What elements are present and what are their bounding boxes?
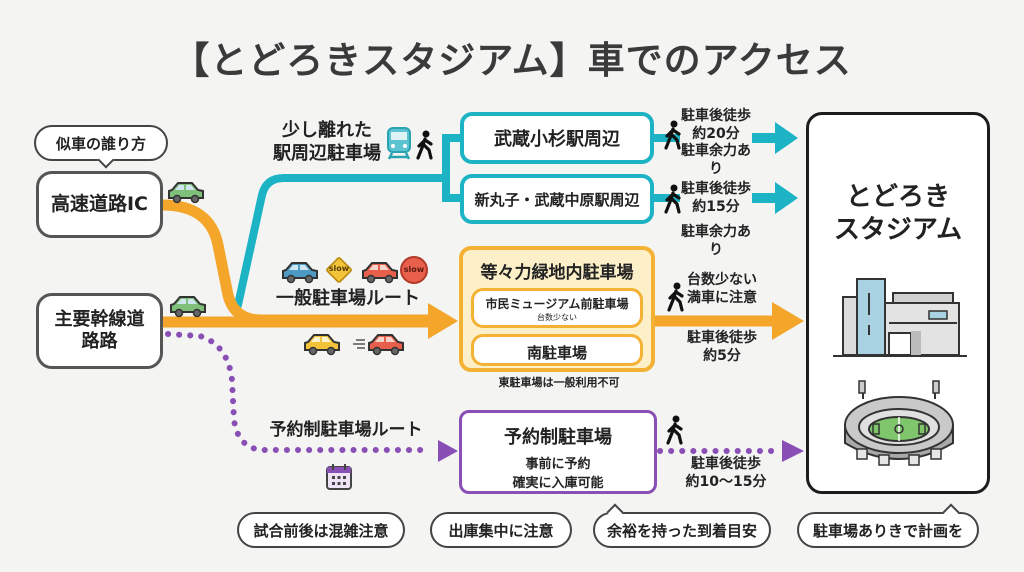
station-route-label-line2: 駅周辺駐車場 xyxy=(273,142,381,164)
todoroki-stadium-destination[interactable]: とどろき スタジアム xyxy=(806,112,990,494)
route-callout: 似車の誰り方 xyxy=(34,125,168,169)
red-car-icon xyxy=(368,334,404,356)
tip-text-1: 試合前後は混雑注意 xyxy=(253,521,389,540)
expressway-ic-node[interactable]: 高速道路IC xyxy=(36,171,163,238)
calendar-icon xyxy=(326,464,352,490)
tip-bubble-3: 余裕を持った到着目安 xyxy=(593,503,771,548)
stadium-name-line1: とどろき xyxy=(845,182,950,212)
walking-person-icon xyxy=(416,130,433,160)
kosugi-walk-line1: 駐車後徒歩 xyxy=(681,108,751,124)
yellow-car-icon xyxy=(304,334,340,356)
slow-sign-circle-icon: slow xyxy=(400,256,428,284)
museum-front-lot-name: 市民ミュージアム前駐車場 xyxy=(485,297,629,311)
station-route-label-line1: 少し離れた xyxy=(282,120,372,141)
walking-person-icon xyxy=(664,184,681,214)
general-walk-info: 駐車後徒歩 約5分 xyxy=(682,330,762,365)
orange-arrow-head-2 xyxy=(772,302,804,340)
reserved-route-line xyxy=(165,331,433,453)
musashi-kosugi-lot[interactable]: 武蔵小杉駅周辺 xyxy=(460,112,654,164)
arterial-road-node[interactable]: 主要幹線道路路 xyxy=(36,293,163,369)
teal-arrow-1 xyxy=(752,122,798,154)
page-title: 【とどろきスタジアム】車でのアクセス xyxy=(172,39,852,82)
nakahara-walk-info: 駐車後徒歩 約15分 駐車余力あり xyxy=(676,181,756,259)
reserved-parking-line2: 確実に入庫可能 xyxy=(512,476,604,491)
walking-person-icon xyxy=(667,282,684,312)
purple-arrow-head-2 xyxy=(782,440,804,462)
shinmaruko-nakahara-lot[interactable]: 新丸子・武蔵中原駅周辺 xyxy=(460,174,654,224)
tip-bubble-4: 駐車場ありきで計画を xyxy=(797,503,979,548)
slow-sign-text: slow xyxy=(328,264,350,273)
expressway-ic-label: 高速道路IC xyxy=(50,192,148,215)
station-route-line xyxy=(234,174,450,309)
speed-lines-icon xyxy=(353,339,365,349)
nakahara-walk-line1: 駐車後徒歩 xyxy=(681,181,751,197)
museum-front-lot-sub: 台数少ない xyxy=(537,313,577,322)
stadium-name: とどろき スタジアム xyxy=(809,181,987,246)
walking-person-icon xyxy=(666,415,683,445)
south-lot[interactable]: 南駐車場 xyxy=(471,334,643,366)
musashi-kosugi-label: 武蔵小杉駅周辺 xyxy=(494,129,620,150)
arterial-road-label: 主要幹線道路路 xyxy=(54,308,145,353)
tip-bubble-1: 試合前後は混雑注意 xyxy=(237,512,405,548)
callout-text: 似車の誰り方 xyxy=(55,134,146,153)
reserved-parking[interactable]: 予約制駐車場 事前に予約 確実に入庫可能 xyxy=(459,410,657,494)
general-warning-line2: 満車に注意 xyxy=(687,289,757,306)
tip-text-4: 駐車場ありきで計画を xyxy=(812,521,963,540)
green-car-icon xyxy=(168,182,204,204)
slow-sign-text: slow xyxy=(403,265,425,274)
orange-arrow-head-1 xyxy=(428,303,458,339)
train-icon xyxy=(387,127,411,160)
reserved-parking-title: 予約制駐車場 xyxy=(504,427,612,448)
teal-arrow-2 xyxy=(752,182,798,214)
general-walk-line1: 駐車後徒歩 xyxy=(687,330,757,346)
blue-car-icon xyxy=(282,262,318,284)
general-warning-line1: 台数少ない xyxy=(687,272,757,288)
shinmaruko-nakahara-label: 新丸子・武蔵中原駅周辺 xyxy=(474,190,640,209)
tip-bubble-2: 出庫集中に注意 xyxy=(430,512,572,548)
reserved-route-label: 予約制駐車場ルート xyxy=(269,420,423,440)
east-lot-note: 東駐車場は一般利用不可 xyxy=(498,376,620,389)
todoroki-ryokuchi-title: 等々力緑地内駐車場 xyxy=(480,263,634,283)
kosugi-note: 駐車余力あり xyxy=(681,143,751,177)
station-route-label: 少し離れた 駅周辺駐車場 xyxy=(262,120,392,165)
reserved-walk-info: 駐車後徒歩 約10〜15分 xyxy=(676,456,776,491)
general-warning: 台数少ない 満車に注意 xyxy=(682,272,762,307)
reserved-parking-line1: 事前に予約 xyxy=(525,457,591,472)
walking-person-icon xyxy=(664,120,681,150)
tip-text-3: 余裕を持った到着目安 xyxy=(606,521,757,540)
stadium-building-icon xyxy=(833,278,967,357)
reserved-walk-line2: 約10〜15分 xyxy=(685,473,767,490)
nakahara-walk-line2: 約15分 xyxy=(692,198,740,215)
museum-front-lot[interactable]: 市民ミュージアム前駐車場 台数少ない xyxy=(471,288,643,328)
reserved-walk-line1: 駐車後徒歩 xyxy=(691,456,761,472)
stadium-name-line2: スタジアム xyxy=(833,214,963,245)
red-car-icon xyxy=(362,262,398,284)
stadium-arena-icon xyxy=(844,380,954,466)
green-car-icon xyxy=(170,296,206,318)
nakahara-note: 駐車余力あり xyxy=(681,224,751,258)
general-walk-line2: 約5分 xyxy=(703,347,741,364)
slow-sign-diamond-icon: slow xyxy=(325,256,353,284)
general-route-label: 一般駐車場ルート xyxy=(276,288,420,309)
purple-arrow-head-1 xyxy=(438,440,458,462)
todoroki-ryokuchi-parking[interactable]: 等々力緑地内駐車場 市民ミュージアム前駐車場 台数少ない 南駐車場 xyxy=(459,246,655,372)
tip-text-2: 出庫集中に注意 xyxy=(448,521,554,540)
south-lot-name: 南駐車場 xyxy=(526,344,587,362)
kosugi-walk-line2: 約20分 xyxy=(692,125,740,142)
kosugi-walk-info: 駐車後徒歩 約20分 駐車余力あり xyxy=(676,108,756,178)
